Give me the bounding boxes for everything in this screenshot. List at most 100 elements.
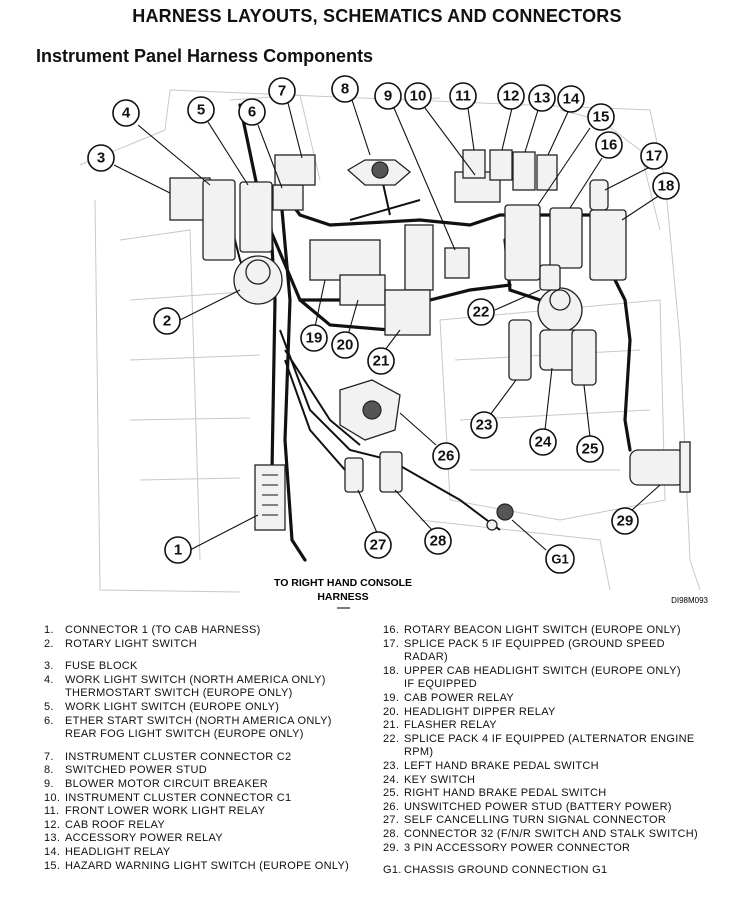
legend-item: 12.CAB ROOF RELAY [44,819,374,833]
callout-16: 16 [595,131,623,159]
legend-item-text: INSTRUMENT CLUSTER CONNECTOR C2 [65,750,292,763]
section-title: Instrument Panel Harness Components [36,46,374,66]
page-title: HARNESS LAYOUTS, SCHEMATICS AND CONNECTO… [132,6,622,26]
headlight-relay [536,154,558,191]
legend-item-text: UPPER CAB HEADLIGHT SWITCH (EUROPE ONLY)… [404,664,681,691]
legend-item-number: 13. [44,832,61,845]
legend-item-text: UNSWITCHED POWER STUD (BATTERY POWER) [404,800,672,813]
legend-item: 5.WORK LIGHT SWITCH (EUROPE ONLY) [44,701,374,715]
callout-9: 9 [374,82,402,110]
legend-item: 24.KEY SWITCH [383,774,703,788]
right-brake-pedal-switch [571,329,597,386]
legend-item: 29. 3 PIN ACCESSORY POWER CONNECTOR [383,842,703,856]
callout-15: 15 [587,103,615,131]
legend-item-text: WORK LIGHT SWITCH (NORTH AMERICA ONLY) T… [65,673,326,700]
rotary-beacon-switch [549,207,583,269]
legend-item: 27.SELF CANCELLING TURN SIGNAL CONNECTOR [383,814,703,828]
legend-item-number: 18. [383,664,400,677]
legend-item-text: SELF CANCELLING TURN SIGNAL CONNECTOR [404,814,667,827]
work-light-switch-5 [239,181,273,253]
svg-text:15: 15 [593,109,610,126]
legend-item-number: 6. [44,714,54,727]
svg-text:28: 28 [430,533,447,550]
legend-item-text: RIGHT HAND BRAKE PEDAL SWITCH [404,787,607,800]
legend-item: 22. SPLICE PACK 4 IF EQUIPPED (ALTERNATOR… [383,733,703,760]
legend-item-number: 22. [383,732,400,745]
svg-text:5: 5 [197,102,205,119]
callout-23: 23 [470,411,498,439]
legend-item: 26.UNSWITCHED POWER STUD (BATTERY POWER) [383,801,703,815]
callout-19: 19 [300,324,328,352]
callout-2: 2 [153,307,181,335]
legend-item-number: 11. [44,805,60,818]
legend-item: 17.SPLICE PACK 5 IF EQUIPPED (GROUND SPE… [383,638,703,665]
cluster-connector-c2 [274,154,316,186]
connector-1 [254,464,286,531]
legend-left: 1.CONNECTOR 1 (TO CAB HARNESS)2.ROTARY L… [44,624,374,873]
callouts: 1 2 3 4 5 6 7 8 9 10 11 12 13 14 15 16 1… [87,75,680,574]
legend-item-text: ETHER START SWITCH (NORTH AMERICA ONLY) … [65,714,332,741]
legend-item-text: FLASHER RELAY [404,719,497,732]
legend-item-number: 20. [383,705,400,718]
svg-text:16: 16 [601,137,618,154]
callout-24: 24 [529,428,557,456]
splice-pack-5 [589,179,609,211]
self-cancelling-turn-signal-connector [344,457,364,493]
legend-item-number: 8. [44,764,54,777]
svg-text:13: 13 [534,90,551,107]
legend-item: 15.HAZARD WARNING LIGHT SWITCH (EUROPE O… [44,860,374,874]
leader-lines [113,99,661,551]
splice-pack-4 [539,264,561,291]
legend-item-number: 29. [383,841,400,854]
legend-item-number: 14. [44,845,61,858]
legend-item-number: 19. [383,691,400,704]
legend-item-text: CONNECTOR 1 (TO CAB HARNESS) [65,624,261,636]
harness-diagram: 1 2 3 4 5 6 7 8 9 10 11 12 13 14 15 16 1… [79,75,709,609]
callout-18: 18 [652,172,680,200]
svg-text:12: 12 [503,88,520,105]
cab-roof-relay [489,149,513,181]
legend-item-text: SPLICE PACK 4 IF EQUIPPED (ALTERNATOR EN… [404,732,695,759]
svg-text:G1: G1 [551,552,568,567]
legend-item: 3.FUSE BLOCK [44,660,374,674]
legend-item: 21.FLASHER RELAY [383,719,703,733]
legend-item-text: ACCESSORY POWER RELAY [65,832,223,845]
svg-text:22: 22 [473,304,490,321]
legend-item-number: 17. [383,637,400,650]
destination-label-line1: TO RIGHT HAND CONSOLE [274,577,412,589]
legend-item: 11.FRONT LOWER WORK LIGHT RELAY [44,805,374,819]
legend-item: 2.ROTARY LIGHT SWITCH [44,638,374,652]
callout-17: 17 [640,142,668,170]
legend-item: 20. HEADLIGHT DIPPER RELAY [383,706,703,720]
legend-item: 7. INSTRUMENT CLUSTER CONNECTOR C2 [44,751,374,765]
work-light-switch-4 [202,179,236,261]
legend-item: 28.CONNECTOR 32 (F/N/R SWITCH AND STALK … [383,828,703,842]
legend-item: 1.CONNECTOR 1 (TO CAB HARNESS) [44,624,374,638]
legend-item-text: 3 PIN ACCESSORY POWER CONNECTOR [404,841,631,854]
callout-29: 29 [611,507,639,535]
callout-1: 1 [164,536,192,564]
legend-item: 16.ROTARY BEACON LIGHT SWITCH (EUROPE ON… [383,624,703,638]
callout-20: 20 [331,331,359,359]
legend-item-text: ROTARY LIGHT SWITCH [65,637,198,650]
callout-21: 21 [367,347,395,375]
legend-item-text: HEADLIGHT DIPPER RELAY [404,705,556,718]
legend-item-number: 7. [44,750,54,763]
legend-item: 18. UPPER CAB HEADLIGHT SWITCH (EUROPE ON… [383,665,703,692]
svg-text:27: 27 [370,537,387,554]
legend-item-number: 9. [44,777,54,790]
legend-item: 23.LEFT HAND BRAKE PEDAL SWITCH [383,760,703,774]
hazard-warning-switch [504,204,541,281]
svg-text:25: 25 [582,441,599,458]
legend-item-number: 10. [44,791,61,804]
relay-block [404,224,434,291]
callout-8: 8 [331,75,359,103]
callout-27: 27 [364,531,392,559]
legend-item-text: ROTARY BEACON LIGHT SWITCH (EUROPE ONLY) [404,624,681,636]
svg-text:24: 24 [535,434,552,451]
chassis-ground-g1 [496,503,514,521]
legend-item: 6. ETHER START SWITCH (NORTH AMERICA ONLY… [44,715,374,742]
svg-text:9: 9 [384,88,392,105]
legend-item: 13. ACCESSORY POWER RELAY [44,832,374,846]
svg-text:26: 26 [438,448,455,465]
